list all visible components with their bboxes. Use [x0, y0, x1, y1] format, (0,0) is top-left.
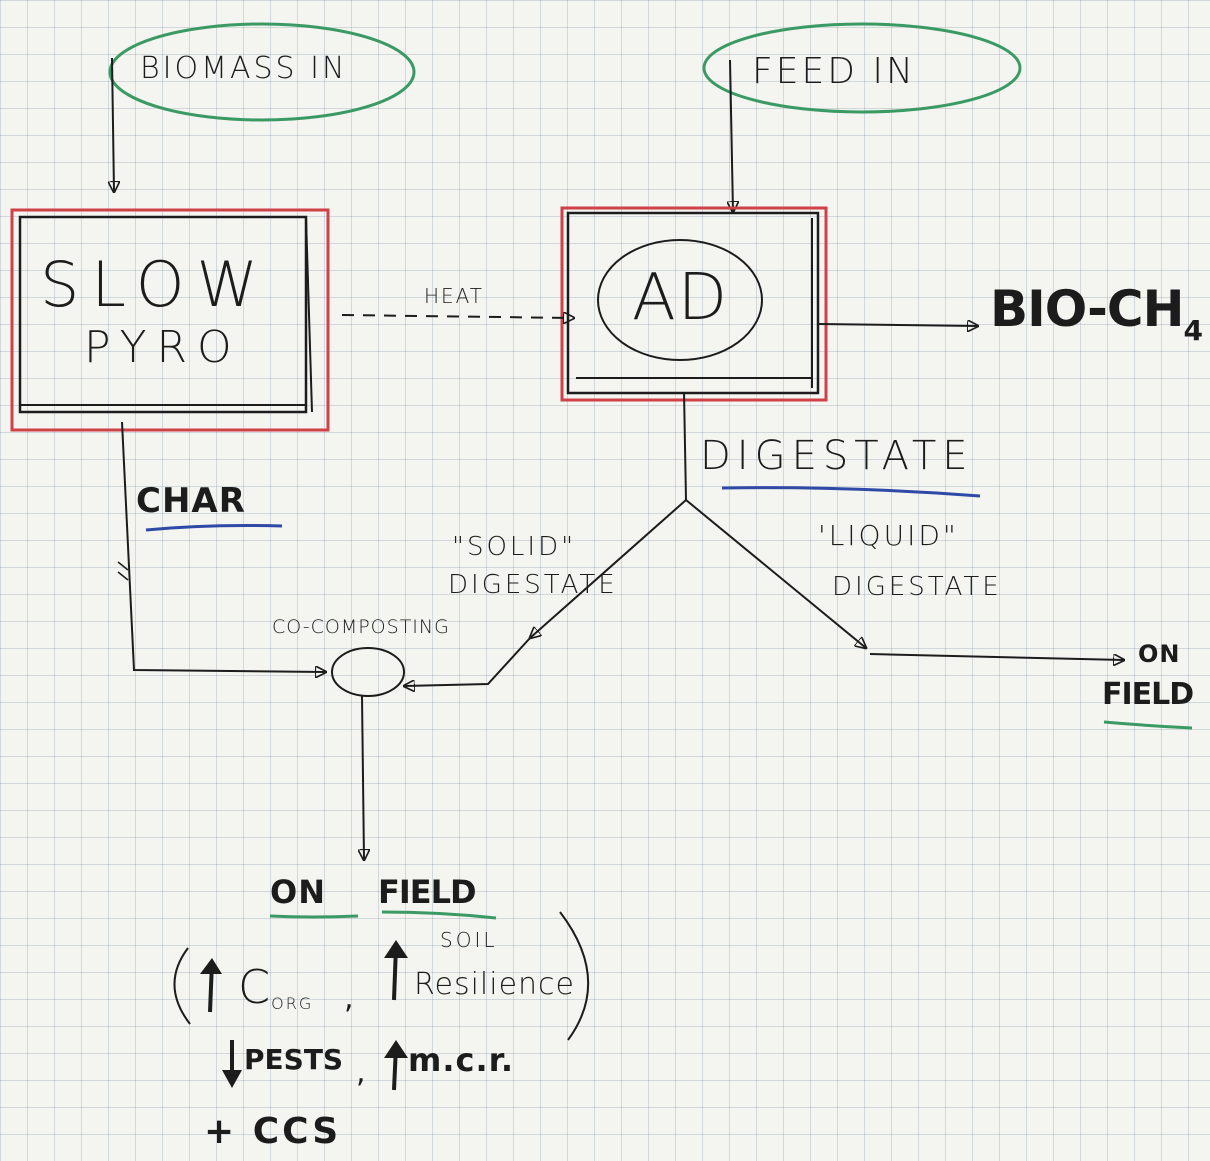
- solid-digestate-label-line2: DIGESTATE: [448, 570, 618, 600]
- feed-in-label: FEED IN: [752, 51, 916, 92]
- slow-pyro-label-line2: PYRO: [84, 322, 242, 373]
- char-arrow: [121, 421, 326, 672]
- ad-box: [560, 206, 828, 402]
- benefit-pests: PESTS: [244, 1043, 344, 1076]
- solid-digestate-label-line1: "SOLID": [452, 532, 577, 562]
- liquid-to-field-arrow: [869, 653, 1124, 660]
- benefit-c-org: CORG: [238, 964, 314, 1013]
- up-arrow-icon: [384, 1040, 408, 1091]
- liquid-digestate-arrow: [685, 499, 866, 648]
- char-tick: [117, 561, 129, 581]
- solid-to-composting-arrow: [404, 637, 531, 686]
- benefit-c-subscript: ORG: [271, 994, 314, 1013]
- benefit-comma-2: ,: [356, 1055, 366, 1090]
- down-arrow-icon: [222, 1040, 242, 1088]
- benefit-mcr: m.c.r.: [408, 1041, 514, 1079]
- biomass-in-bubble: [108, 22, 416, 122]
- on-field-bottom-on: ON: [270, 873, 326, 911]
- on-field-right-underline: [1103, 720, 1193, 730]
- digestate-label: DIGESTATE: [700, 433, 974, 479]
- char-underline: [145, 524, 283, 532]
- bio-ch4-label: BIO-CH4: [990, 284, 1203, 345]
- feed-in-bubble: [702, 22, 1022, 114]
- slow-pyro-label-line1: SLOW: [40, 248, 270, 321]
- benefits-close-bracket: [559, 911, 590, 1041]
- bio-ch4-subscript: 4: [1183, 314, 1203, 347]
- bio-ch4-text: BIO-CH: [990, 280, 1184, 338]
- benefit-c: C: [238, 960, 272, 1014]
- co-composting-node: [331, 647, 405, 697]
- benefit-soil: SOIL: [440, 928, 498, 952]
- slow-pyro-box: [10, 208, 330, 432]
- benefit-ccs: + CCS: [204, 1111, 342, 1152]
- on-field-right-label-line1: ON: [1138, 640, 1181, 668]
- up-arrow-icon: [384, 940, 408, 1001]
- liquid-digestate-label-line2: DIGESTATE: [832, 572, 1002, 602]
- feed-in-arrow: [730, 59, 733, 212]
- on-field-bottom-underline-field: [381, 910, 497, 920]
- char-label: CHAR: [136, 481, 246, 521]
- solid-digestate-arrow: [530, 499, 687, 638]
- co-composting-label: CO-COMPOSTING: [272, 616, 450, 638]
- liquid-digestate-label-line1: 'LIQUID": [818, 519, 959, 552]
- benefit-resilience: Resilience: [414, 967, 576, 1002]
- benefits-open-bracket: [173, 947, 191, 1025]
- ad-label: AD: [632, 261, 730, 335]
- on-field-right-label-line2: FIELD: [1102, 677, 1194, 712]
- bio-ch4-arrow: [817, 324, 978, 326]
- biomass-in-label: BIOMASS IN: [140, 51, 348, 86]
- benefit-comma-1: ,: [344, 981, 354, 1016]
- composting-to-field-arrow: [362, 695, 364, 860]
- on-field-bottom-underline-on: [269, 914, 359, 919]
- heat-arrow: [341, 315, 574, 318]
- biomass-in-arrow: [112, 57, 114, 192]
- on-field-bottom-field: FIELD: [378, 873, 477, 911]
- heat-label: HEAT: [424, 284, 485, 308]
- digestate-underline: [721, 486, 981, 498]
- up-arrow-icon: [200, 958, 222, 1013]
- ad-circle: [597, 239, 763, 361]
- digestate-trunk: [683, 391, 687, 501]
